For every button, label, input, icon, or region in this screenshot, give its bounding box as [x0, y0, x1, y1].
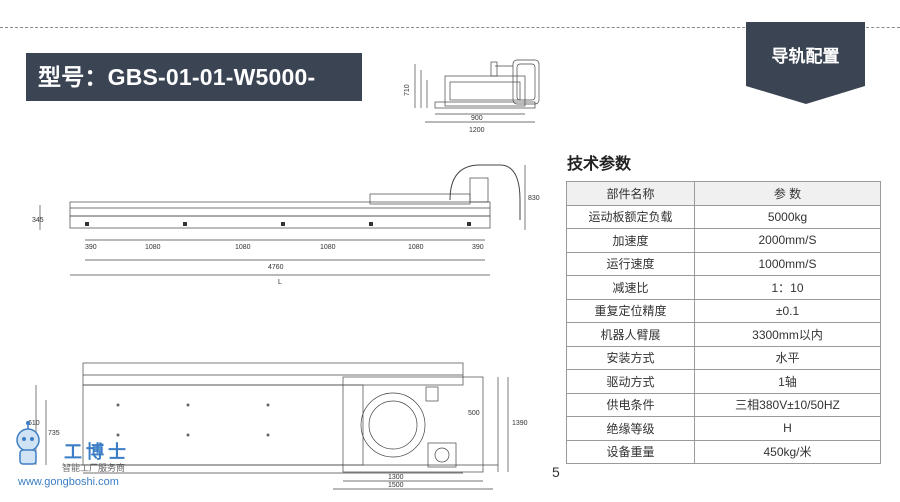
spec-value: 450kg/米	[694, 439, 881, 464]
dim-text: 345	[32, 217, 44, 224]
robot-mascot-icon	[16, 421, 40, 465]
dim-text: 500	[468, 410, 480, 417]
dim-text: 390	[472, 244, 484, 251]
end-view-drawing: 710 900 1200	[404, 59, 540, 134]
spec-row: 安装方式水平	[566, 345, 881, 370]
header-dashed-line-right	[866, 27, 900, 28]
page-number: 5	[552, 464, 560, 480]
spec-value: 三相380V±10/50HZ	[694, 392, 881, 417]
dim-text: 610	[28, 420, 40, 427]
dim-text: 1300	[388, 474, 404, 481]
dim-text: 900	[471, 115, 483, 122]
spec-name: 加速度	[566, 228, 695, 253]
spec-row: 供电条件三相380V±10/50HZ	[566, 392, 881, 417]
spec-name: 绝缘等级	[566, 416, 695, 441]
plan-view-drawing: 610 735 500 1390 1300 1500	[28, 362, 528, 490]
dim-text: 1500	[388, 482, 404, 489]
model-title: 型号：GBS-01-01-W5000-xxxx	[26, 53, 362, 138]
dim-text: 390	[85, 244, 97, 251]
spec-value: 1：10	[694, 275, 881, 300]
spec-value: 水平	[694, 345, 881, 370]
spec-value: 1000mm/S	[694, 251, 881, 276]
dim-text: 1200	[469, 127, 485, 134]
spec-value: 3300mm以内	[694, 322, 881, 347]
spec-value: H	[694, 416, 881, 441]
spec-name: 运动板额定负载	[566, 204, 695, 229]
spec-name: 机器人臂展	[566, 322, 695, 347]
spec-header-row: 部件名称 参 数	[566, 181, 881, 206]
spec-name: 减速比	[566, 275, 695, 300]
spec-value: 1轴	[694, 369, 881, 394]
brand-tagline: 智能工厂服务商	[62, 463, 126, 473]
dim-text: 4760	[268, 264, 284, 271]
dim-text: 1080	[408, 244, 424, 251]
spec-row: 重复定位精度±0.1	[566, 298, 881, 323]
spec-name: 安装方式	[566, 345, 695, 370]
header-dashed-line	[0, 27, 745, 28]
brand-url: www.gongboshi.com	[18, 476, 119, 488]
spec-header-value: 参 数	[694, 181, 881, 206]
spec-title: 技术参数	[567, 156, 632, 173]
spec-name: 供电条件	[566, 392, 695, 417]
dim-text: 830	[528, 195, 540, 202]
brand-logo: 工博士 智能工厂服务商 www.gongboshi.com	[6, 420, 156, 498]
spec-name: 驱动方式	[566, 369, 695, 394]
spec-value: 2000mm/S	[694, 228, 881, 253]
spec-name: 重复定位精度	[566, 298, 695, 323]
spec-header-name: 部件名称	[566, 181, 695, 206]
dim-text: L	[278, 279, 282, 286]
side-view-drawing: 345 830 390 1080 1080 1080 1080 390 4760…	[32, 164, 540, 286]
dim-text: 735	[48, 430, 60, 437]
dim-text: 1080	[320, 244, 336, 251]
section-badge: 导轨配置	[746, 22, 865, 104]
spec-name: 运行速度	[566, 251, 695, 276]
dim-text: 1080	[235, 244, 251, 251]
spec-name: 设备重量	[566, 439, 695, 464]
dim-text: 1390	[512, 420, 528, 427]
brand-name: 工博士	[64, 442, 130, 463]
dim-text: 1080	[145, 244, 161, 251]
spec-value: 5000kg	[694, 204, 881, 229]
dim-text: 710	[404, 84, 411, 96]
spec-value: ±0.1	[694, 298, 881, 323]
section-badge-label: 导轨配置	[771, 47, 840, 66]
